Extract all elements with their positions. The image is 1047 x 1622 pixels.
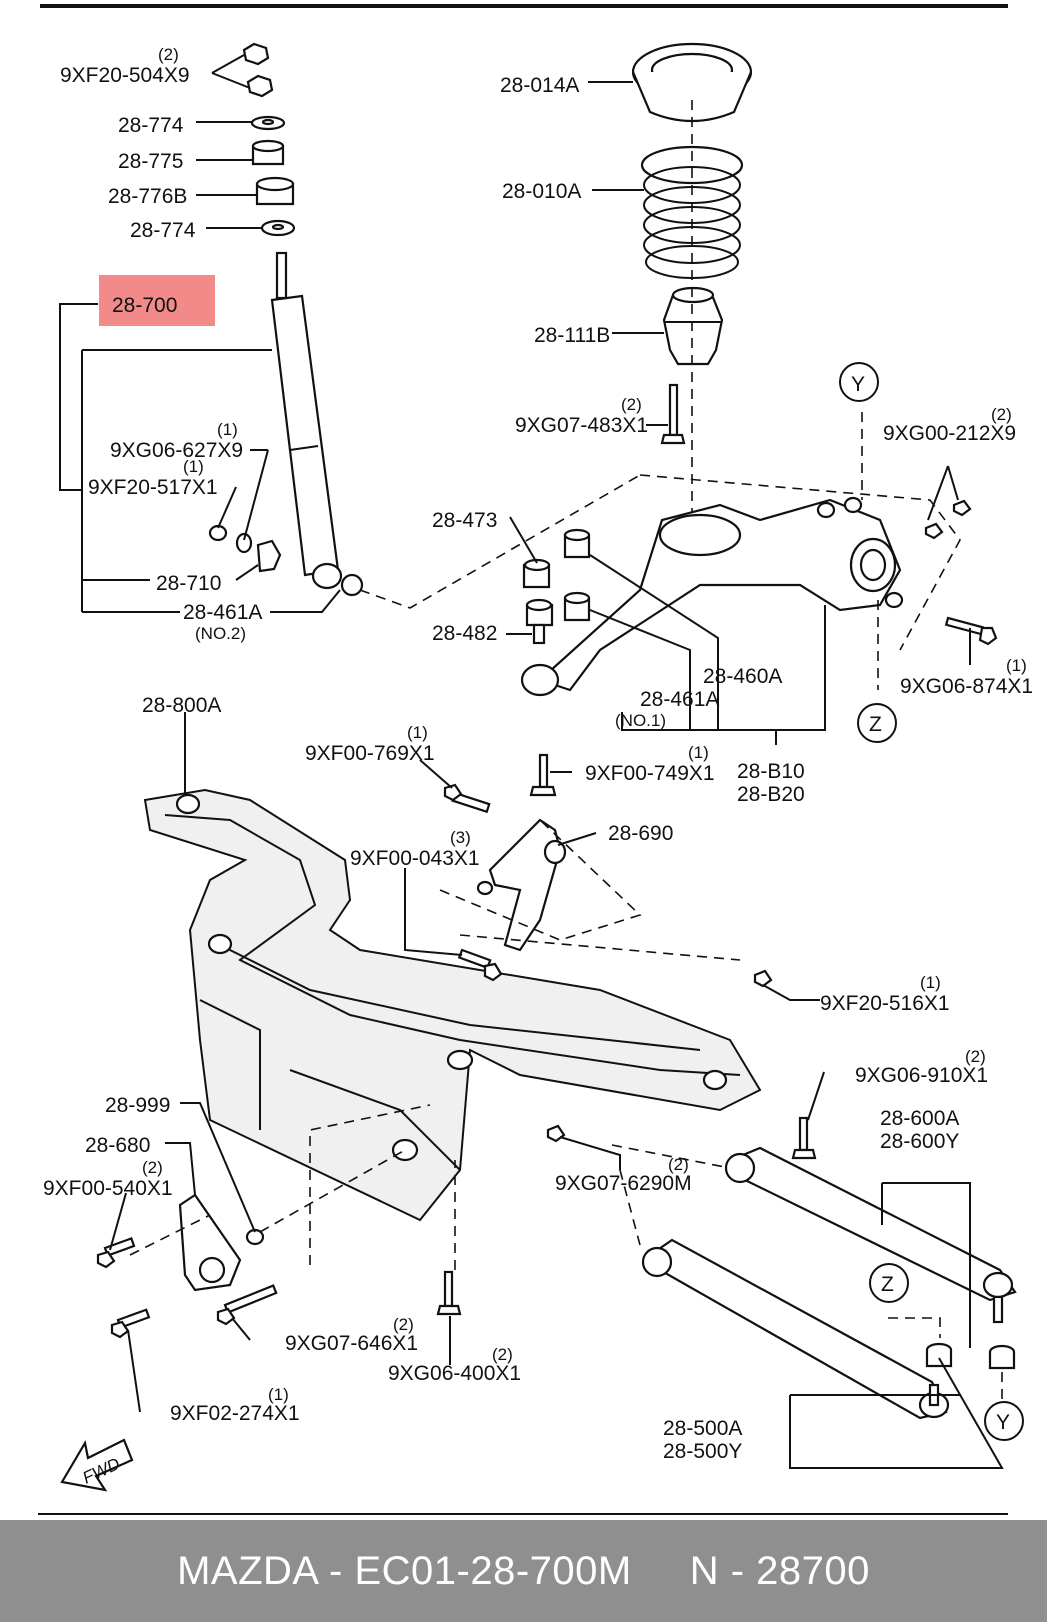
label-9xf00-749x1: 9XF00-749X1 <box>585 762 715 785</box>
footer-diagram-number: N - 28700 <box>689 1548 870 1593</box>
label-9xf00-043x1: 9XF00-043X1 <box>350 847 480 870</box>
label-9xf20-516x1: 9XF20-516X1 <box>820 992 950 1015</box>
sublabel-no2: (NO.2) <box>195 624 246 643</box>
diagram-drawing: 9XF20-504X9 (2) 28-774 28-775 28-776B 28… <box>38 4 1033 1515</box>
label-9xf20-504x9: 9XF20-504X9 <box>60 64 190 87</box>
label-28-461a-no1: 28-461A <box>640 688 719 711</box>
lateral-links-group <box>641 1146 1024 1469</box>
footer-bar: MAZDA - EC01-28-700M N - 28700 <box>0 1520 1047 1622</box>
qty-9xf00-749x1: (1) <box>688 743 709 762</box>
qty-9xf20-516x1: (1) <box>920 973 941 992</box>
label-9xf20-517x1: 9XF20-517X1 <box>88 476 218 499</box>
crossmember-group <box>96 712 825 1413</box>
parts-diagram: 9XF20-504X9 (2) 28-774 28-775 28-776B 28… <box>38 4 1033 1515</box>
label-9xg07-646x1: 9XG07-646X1 <box>285 1332 418 1355</box>
label-9xg06-400x1: 9XG06-400X1 <box>388 1362 521 1385</box>
label-28-460a: 28-460A <box>703 665 782 688</box>
qty-9xf20-504x9: (2) <box>158 45 179 64</box>
label-28-775: 28-775 <box>118 150 183 173</box>
label-9xf00-769x1: 9XF00-769X1 <box>305 742 435 765</box>
footer-part-number: MAZDA - EC01-28-700M <box>177 1548 632 1593</box>
label-28-500a: 28-500A <box>663 1417 742 1440</box>
label-28-776b: 28-776B <box>108 185 187 208</box>
qty-9xg00-212x9: (2) <box>991 405 1012 424</box>
qty-9xf20-517x1: (1) <box>183 457 204 476</box>
label-28-710: 28-710 <box>156 572 221 595</box>
label-28-774-bottom: 28-774 <box>130 219 196 242</box>
fwd-arrow <box>60 1438 134 1492</box>
qty-9xf00-043x1: (3) <box>450 828 471 847</box>
label-28-111b: 28-111B <box>534 324 610 347</box>
label-28-b20: 28-B20 <box>737 783 805 806</box>
label-28-014a: 28-014A <box>500 74 579 97</box>
spring-knuckle-group <box>506 42 998 745</box>
label-9xg07-483x1: 9XG07-483X1 <box>515 414 648 437</box>
label-28-600a: 28-600A <box>880 1107 959 1130</box>
sublabel-no1: (NO.1) <box>615 711 666 730</box>
qty-9xg06-874x1: (1) <box>1006 656 1027 675</box>
label-9xg07-6290m: 9XG07-6290M <box>555 1172 692 1195</box>
label-9xg06-627x9: 9XG06-627X9 <box>110 439 243 462</box>
qty-9xf02-274x1: (1) <box>268 1385 289 1404</box>
marker-y-top: Y <box>851 373 865 396</box>
label-28-010a: 28-010A <box>502 180 581 203</box>
label-28-482: 28-482 <box>432 622 497 645</box>
marker-z-top: Z <box>869 713 882 736</box>
label-9xg00-212x9: 9XG00-212X9 <box>883 422 1016 445</box>
label-28-700: 28-700 <box>112 294 177 317</box>
marker-y-bottom: Y <box>996 1411 1010 1434</box>
label-28-473: 28-473 <box>432 509 497 532</box>
qty-9xf00-769x1: (1) <box>407 723 428 742</box>
qty-9xg07-6290m: (2) <box>668 1155 689 1174</box>
label-28-680: 28-680 <box>85 1134 150 1157</box>
label-28-690: 28-690 <box>608 822 673 845</box>
qty-9xg07-646x1: (2) <box>393 1315 414 1334</box>
qty-9xf00-540x1: (2) <box>142 1158 163 1177</box>
label-9xf00-540x1: 9XF00-540X1 <box>43 1177 173 1200</box>
label-28-500y: 28-500Y <box>663 1440 742 1463</box>
label-28-600y: 28-600Y <box>880 1130 959 1153</box>
label-9xf02-274x1: 9XF02-274X1 <box>170 1402 300 1425</box>
label-28-999: 28-999 <box>105 1094 170 1117</box>
qty-9xg06-400x1: (2) <box>492 1345 513 1364</box>
label-28-b10: 28-B10 <box>737 760 805 783</box>
label-28-774-top: 28-774 <box>118 114 184 137</box>
label-9xg06-874x1: 9XG06-874X1 <box>900 675 1033 698</box>
label-28-461a-no2: 28-461A <box>183 601 262 624</box>
label-9xg06-910x1: 9XG06-910X1 <box>855 1064 988 1087</box>
qty-9xg06-910x1: (2) <box>965 1047 986 1066</box>
marker-z-bottom: Z <box>881 1273 894 1296</box>
qty-9xg06-627x9: (1) <box>217 420 238 439</box>
qty-9xg07-483x1: (2) <box>621 395 642 414</box>
label-28-800a: 28-800A <box>142 694 221 717</box>
shock-absorber-group <box>59 42 641 613</box>
highlighted-part-box <box>99 275 215 326</box>
